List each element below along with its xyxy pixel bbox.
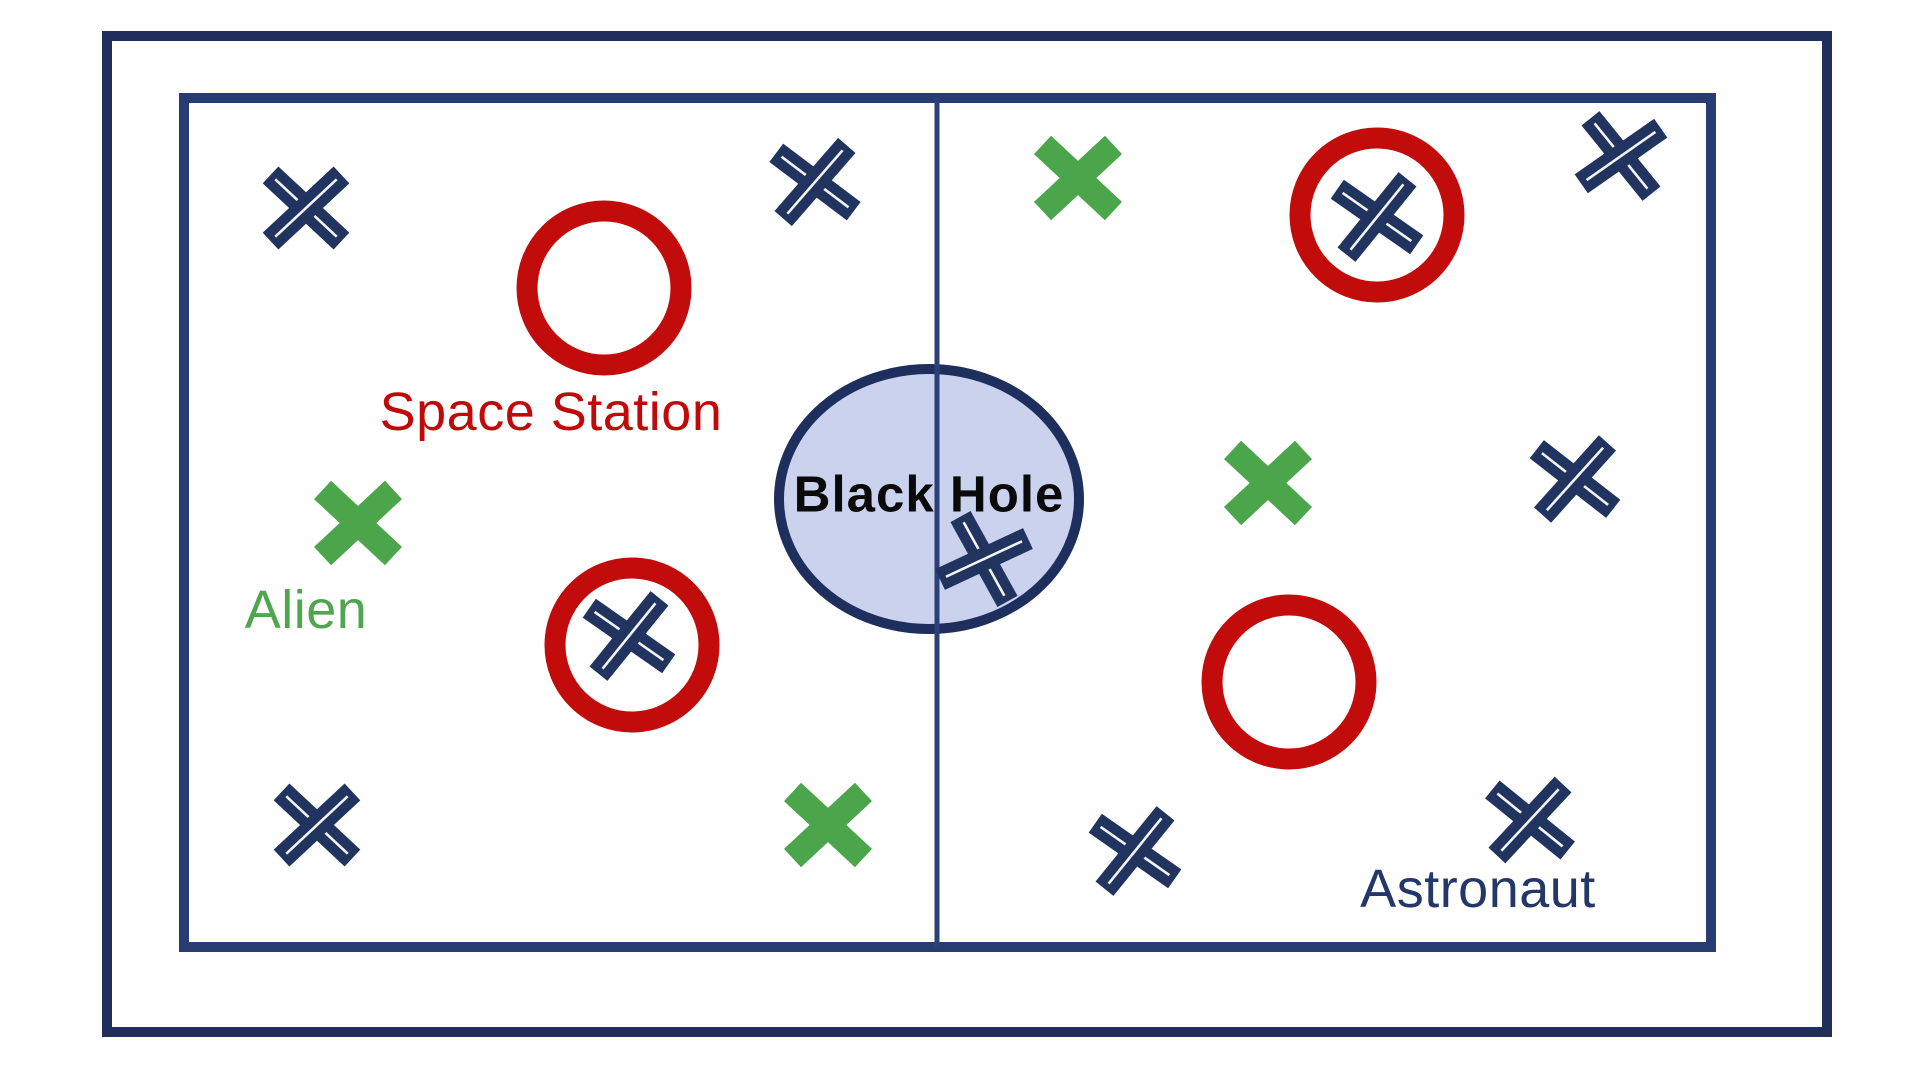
outer-border <box>102 31 1832 1037</box>
alien-x-mark <box>314 480 402 566</box>
alien-x-mark <box>1034 135 1122 221</box>
astronaut-x-mark <box>769 137 861 227</box>
astronaut-x-mark <box>273 783 361 867</box>
space-station-label: Space Station <box>379 382 723 442</box>
alien-label: Alien <box>244 580 368 640</box>
astronaut-x-mark <box>1330 172 1424 262</box>
astronaut-label: Astronaut <box>1360 859 1596 919</box>
astronaut-x-mark <box>1088 806 1182 896</box>
space-station-circle <box>544 557 720 733</box>
space-station-circle <box>516 200 692 376</box>
space-station-circle <box>1289 127 1465 303</box>
alien-x-mark <box>1224 440 1312 526</box>
astronaut-x-mark <box>1574 111 1668 201</box>
space-station-circle <box>1201 594 1377 770</box>
inner-border <box>179 93 1716 952</box>
black-hole-ellipse <box>774 364 1084 634</box>
alien-x-mark <box>784 782 872 868</box>
astronaut-x-mark <box>935 511 1033 607</box>
astronaut-x-mark <box>1485 776 1575 864</box>
astronaut-x-mark <box>1529 435 1621 523</box>
black-hole-label: Black Hole <box>793 465 1065 523</box>
astronaut-x-mark <box>262 166 350 250</box>
astronaut-x-mark <box>582 591 676 681</box>
